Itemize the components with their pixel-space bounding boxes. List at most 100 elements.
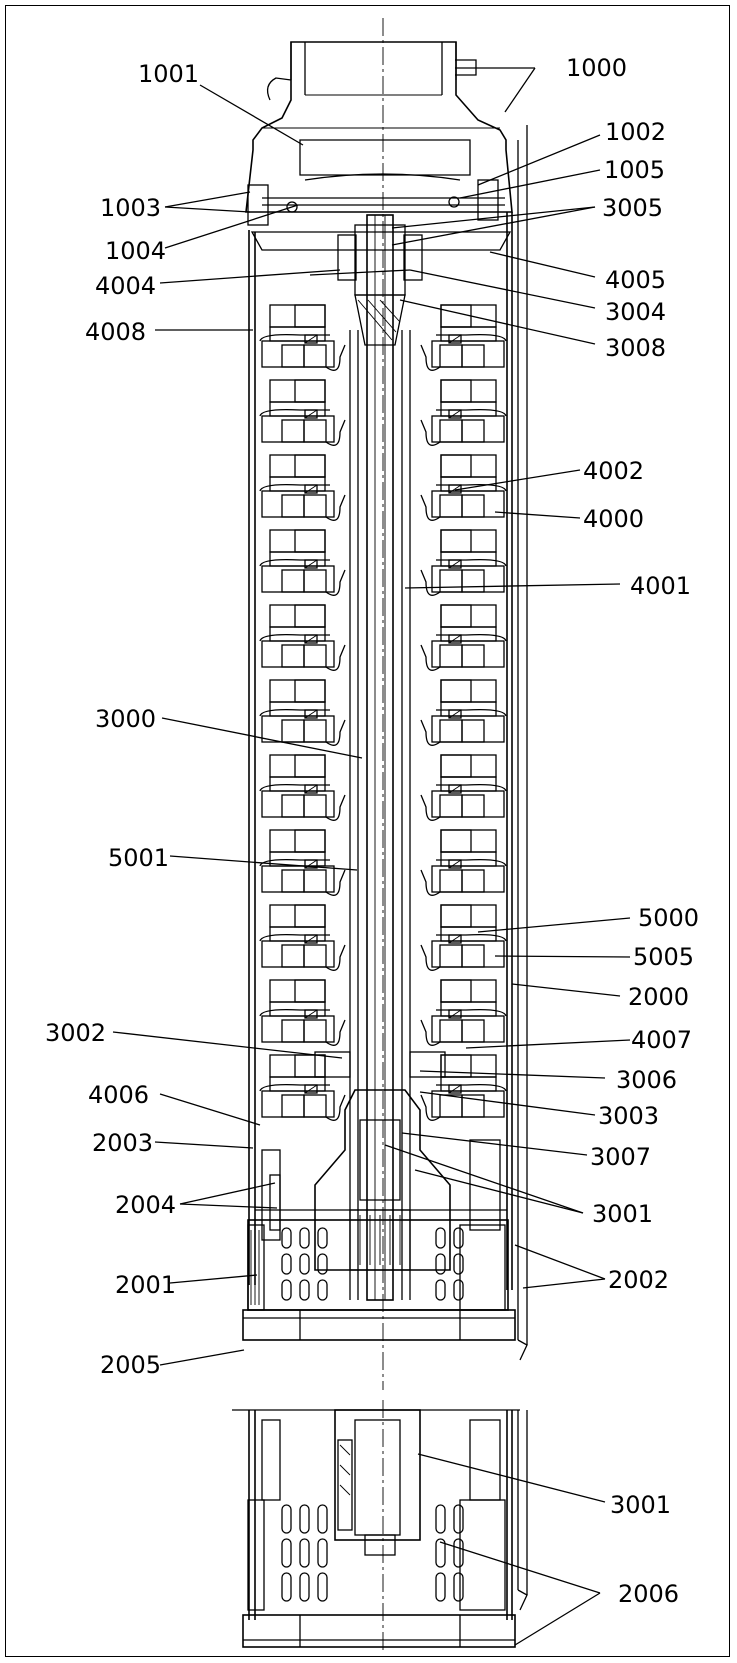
stage-part [281,569,305,593]
label-3002: 3002 [45,1019,106,1047]
stage-part [439,869,463,893]
stage-part [303,644,327,668]
stage-part [439,1094,463,1118]
stage-part [461,794,485,818]
stage-part [294,904,326,928]
stage-part [259,483,330,492]
stage-part [440,904,497,928]
stage-part [304,559,318,569]
label-4008: 4008 [85,318,146,346]
strainer-slot [299,1572,310,1602]
stage-part [440,679,497,703]
stage-part [448,634,462,644]
stage-part [448,1084,462,1094]
stage-part [440,754,472,778]
stage-part [448,859,462,869]
stage-part [439,944,463,968]
stage-part [325,869,346,896]
strainer-slot [299,1227,310,1249]
stage-part [304,1084,318,1094]
stage-part [420,419,441,446]
stage-part [294,304,326,328]
stage-part [420,644,441,671]
strainer-slot [281,1227,292,1249]
label-1005: 1005 [604,156,665,184]
strainer-slot [317,1279,328,1301]
stage-part [461,419,485,443]
stage-part [436,783,507,792]
stage-part [303,569,327,593]
strainer-slot [435,1253,446,1275]
stage-part [325,719,346,746]
label-4004: 4004 [95,272,156,300]
pump-body [245,18,528,1390]
stage-part [304,484,318,494]
stage-part [325,644,346,671]
stage-part [461,1019,485,1043]
strainer-slot [435,1227,446,1249]
stage-part [304,934,318,944]
stage-part [439,644,463,668]
stage-part [303,944,327,968]
label-2006: 2006 [618,1580,679,1608]
stage-part [420,344,441,371]
stage-part [436,858,507,867]
label-4005: 4005 [605,266,666,294]
stage-part [448,409,462,419]
stage-part [269,1054,326,1078]
stage-part [304,784,318,794]
label-3006: 3006 [616,1066,677,1094]
strainer-slot [435,1279,446,1301]
stage-part [281,794,305,818]
stage-part [440,379,497,403]
stage-part [304,634,318,644]
strainer-slot [453,1279,464,1301]
stage-part [259,408,330,417]
strainer-slot [317,1227,328,1249]
label-4002: 4002 [583,457,644,485]
stage-part [294,754,326,778]
stage-part [325,419,346,446]
strainer-slot [435,1538,446,1568]
stage-part [420,569,441,596]
stage-part [436,408,507,417]
stage-part [440,304,472,328]
stage-part [259,333,330,342]
stage-part [325,794,346,821]
label-3004: 3004 [605,298,666,326]
stage-part [281,869,305,893]
stage-part [440,529,497,553]
label-3005: 3005 [602,194,663,222]
stage-part [325,1094,346,1121]
label-1000: 1000 [566,54,627,82]
label-5000: 5000 [638,904,699,932]
part-labels: 1000 1001 1002 1005 1003 3005 1004 4004 … [45,54,699,1608]
stage-part [420,719,441,746]
stage-part [439,719,463,743]
stage-part [304,934,318,944]
stage-part [294,829,326,853]
stage-part [269,529,326,553]
inlet-section [242,1051,516,1341]
stage-part [281,419,305,443]
stage-part [420,944,441,971]
strainer-slot [317,1504,328,1534]
stage-part [304,634,318,644]
detail-strainer-slots [281,1504,464,1602]
stage-part [448,784,462,794]
stage-part [440,979,472,1003]
stage-part [303,344,327,368]
stage-part [420,869,441,896]
stage-part [461,869,485,893]
strainer-slots [281,1227,464,1301]
stage-part [461,344,485,368]
stage-part [440,679,472,703]
stage-part [259,633,330,642]
stage-part [303,494,327,518]
label-3007: 3007 [590,1143,651,1171]
label-2005: 2005 [100,1351,161,1379]
label-4001: 4001 [630,572,691,600]
stage-part [269,679,326,703]
stage-part [440,829,497,853]
strainer-slot [435,1572,446,1602]
